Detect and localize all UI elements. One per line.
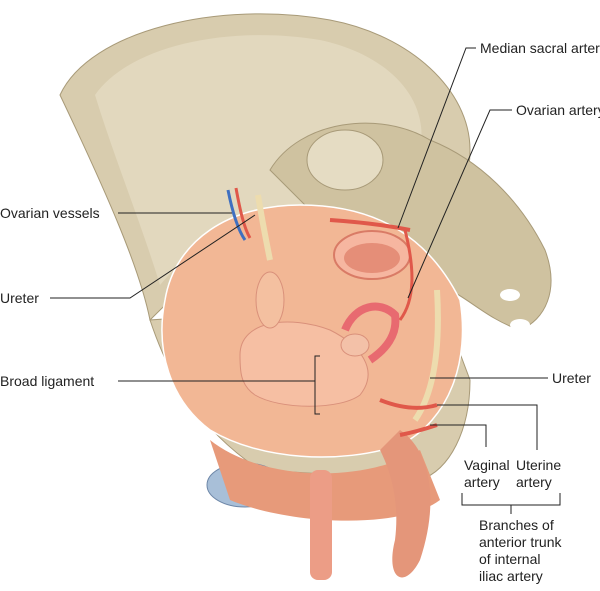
ovary	[340, 333, 370, 357]
vagina-rectum	[380, 430, 431, 578]
vertebral-body	[306, 129, 384, 191]
uterine-tube	[341, 302, 400, 364]
label-line: artery	[464, 474, 500, 490]
label-ovarian-artery: Ovarian artery	[516, 102, 600, 118]
ovarian-vein	[226, 189, 247, 241]
leader-ureter-left	[50, 214, 256, 299]
median-sacral-vessel	[329, 218, 411, 232]
broad-ligament-bracket	[314, 355, 320, 415]
branches-bracket	[461, 493, 561, 506]
uterus	[239, 321, 369, 407]
label-broad-ligament: Broad ligament	[0, 373, 95, 389]
label-line: Uterine	[516, 457, 562, 473]
label-line: artery	[516, 474, 552, 490]
label-line: anterior trunk	[479, 534, 562, 550]
label-line: Vaginal	[464, 457, 510, 473]
label-ureter-left: Ureter	[0, 290, 39, 306]
label-line: iliac artery	[479, 568, 543, 584]
uterine-artery-vessel	[379, 398, 438, 410]
leader-uterine	[437, 404, 538, 450]
leader-lines	[50, 47, 561, 514]
label-line: of internal	[479, 551, 541, 567]
bladder	[255, 271, 285, 329]
urethra	[310, 470, 332, 580]
vaginal-artery-vessel	[399, 423, 438, 437]
label-vaginal-artery: Vaginal artery	[464, 457, 510, 491]
leader-vaginal	[430, 424, 487, 447]
sacral-foramen	[510, 319, 530, 331]
iliac-fossa	[95, 35, 422, 286]
label-branches: Branches of anterior trunk of internal i…	[479, 517, 561, 585]
label-ovarian-vessels: Ovarian vessels	[0, 205, 100, 221]
label-line: Branches of	[479, 517, 554, 533]
ovarian-artery-left	[234, 187, 252, 239]
leader-ovarian-artery	[407, 109, 512, 299]
label-uterine-artery: Uterine artery	[516, 457, 561, 491]
ureter-left	[255, 194, 273, 261]
sacral-foramen	[500, 289, 520, 301]
leader-median-sacral	[397, 47, 476, 229]
label-ureter-right: Ureter	[552, 370, 591, 386]
ovarian-artery-right	[398, 229, 414, 321]
label-median-sacral-artery: Median sacral artery	[480, 40, 600, 56]
